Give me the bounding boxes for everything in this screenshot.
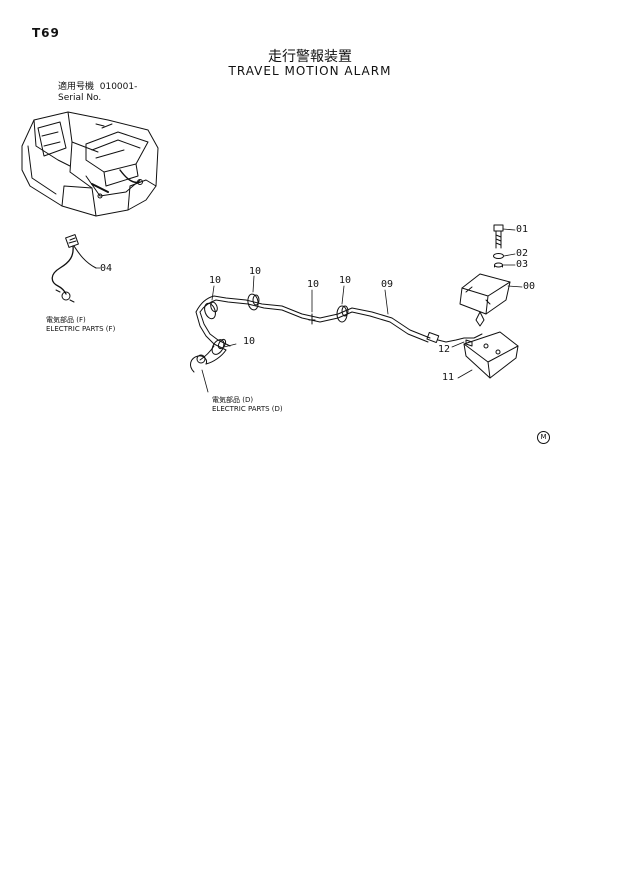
serial-label-jp: 適用号機 (58, 82, 95, 92)
alarm-00-illustration (459, 273, 511, 327)
harness-04-illustration (51, 234, 97, 303)
ref-electric-parts-f: 電気部品 (F) ELECTRIC PARTS (F) (46, 316, 115, 334)
callout-01: 01 (516, 224, 529, 235)
ref-electric-parts-d-en: ELECTRIC PARTS (D) (212, 405, 283, 413)
callout-02: 02 (516, 248, 529, 259)
bracket-11-illustration (463, 331, 519, 379)
serial-value: 010001- (99, 82, 138, 92)
excavator-cab-illustration (21, 111, 159, 217)
ref-electric-parts-d-jp: 電気部品 (D) (212, 396, 254, 404)
serial-info: 適用号機 010001- Serial No. (58, 82, 137, 104)
page-number: T69 (32, 26, 60, 40)
ref-electric-parts-f-jp: 電気部品 (F) (46, 316, 86, 324)
callout-00: 00 (523, 281, 536, 292)
callout-10b: 10 (249, 266, 262, 277)
callout-04: 04 (100, 263, 113, 274)
page-title-jp: 走行警報装置 (268, 49, 352, 65)
callout-11: 11 (442, 372, 455, 383)
page-title-en: TRAVEL MOTION ALARM (228, 64, 392, 78)
ref-electric-parts-d: 電気部品 (D) ELECTRIC PARTS (D) (212, 396, 283, 414)
bolt-and-washers-illustration (493, 224, 504, 268)
serial-label-en: Serial No. (58, 93, 102, 103)
ref-electric-parts-f-en: ELECTRIC PARTS (F) (46, 325, 116, 333)
callout-10a: 10 (209, 275, 222, 286)
callout-09: 09 (381, 279, 394, 290)
callout-10d: 10 (339, 275, 352, 286)
leader-lines (95, 228, 523, 393)
callout-03: 03 (516, 259, 529, 270)
harness-09-illustration (190, 293, 483, 373)
callout-10c: 10 (307, 279, 320, 290)
callout-10e: 10 (243, 336, 256, 347)
corner-mark: M (537, 431, 550, 444)
callout-12: 12 (438, 344, 451, 355)
